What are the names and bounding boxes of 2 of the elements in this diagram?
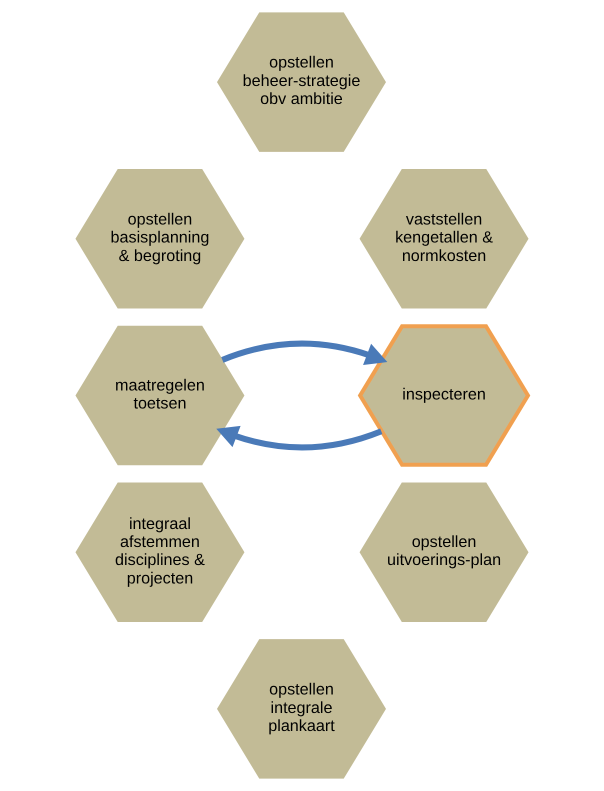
arrow [221,340,388,366]
arrow [216,426,382,450]
